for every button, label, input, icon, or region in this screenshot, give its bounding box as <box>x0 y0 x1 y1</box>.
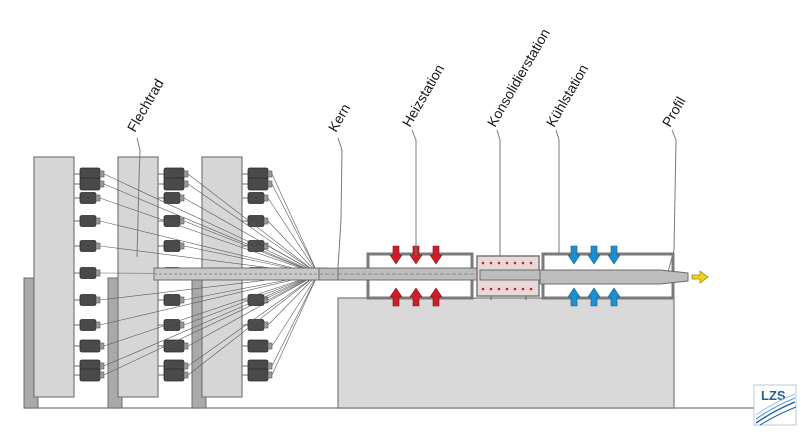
fiber-line <box>187 273 319 376</box>
cool-arrow-down-icon <box>587 245 601 265</box>
bobbin-icon <box>242 339 273 353</box>
fiber-line <box>267 273 319 326</box>
bobbin-icon <box>74 240 101 252</box>
fiber-line <box>187 173 319 275</box>
fiber-line <box>99 273 319 326</box>
bobbin-icon <box>74 294 101 306</box>
heat-arrow-down-icon <box>389 245 403 265</box>
label-heizstation: Heizstation <box>399 62 447 130</box>
station-base <box>337 297 675 409</box>
label-profil: Profil <box>659 94 689 130</box>
bobbin-icon <box>158 177 189 191</box>
bobbin-icon <box>242 167 273 181</box>
fiber-line <box>271 173 319 275</box>
bobbin-icon <box>74 319 101 331</box>
fiber-line <box>103 173 319 275</box>
output-arrow-icon <box>691 270 709 284</box>
bobbin-icon <box>158 294 185 306</box>
heat-arrow-down-icon <box>429 245 443 265</box>
bobbin-icon <box>242 215 269 227</box>
bobbin-icon <box>74 215 101 227</box>
bobbin-icon <box>242 177 273 191</box>
braiding-wheel-3 <box>191 156 243 409</box>
fiber-line <box>271 273 319 367</box>
leader-lines <box>136 129 677 273</box>
logo-text: LZS <box>761 388 786 403</box>
fiber-line <box>187 183 319 275</box>
bobbin-icon <box>74 368 105 382</box>
fiber-line <box>183 220 319 275</box>
bobbin-icon <box>158 319 185 331</box>
bobbin-icon <box>242 368 273 382</box>
braiding-wheel-2 <box>107 156 159 409</box>
braiding-wheels <box>23 156 243 409</box>
label-kern: Kern <box>325 101 354 135</box>
bobbin-icon <box>242 240 269 252</box>
heat-arrow-up-icon <box>389 287 403 307</box>
bobbin-icon <box>74 177 105 191</box>
bobbin-icon <box>74 339 105 353</box>
heating-station <box>337 252 489 300</box>
heat-arrow-up-icon <box>429 287 443 307</box>
label-flechtrad: Flechtrad <box>124 76 167 135</box>
fiber-line <box>187 273 319 347</box>
cool-arrow-up-icon <box>587 287 601 307</box>
bobbin-icon <box>74 192 101 204</box>
bobbin-icon <box>74 267 101 279</box>
fiber-strands <box>99 173 319 376</box>
fiber-line <box>103 273 319 347</box>
fiber-line <box>99 220 319 275</box>
fiber-line <box>271 183 319 275</box>
fiber-line <box>271 273 319 347</box>
heat-arrow-up-icon <box>409 287 423 307</box>
bobbin-icon <box>158 339 189 353</box>
fiber-line <box>271 273 319 376</box>
fiber-line <box>187 273 319 367</box>
fiber-line <box>103 273 319 367</box>
bobbin-icon <box>242 192 269 204</box>
bobbin-icon <box>158 192 185 204</box>
cool-arrow-down-icon <box>567 245 581 265</box>
label-kuehlstation: Kühlstation <box>543 62 591 130</box>
heat-arrows <box>389 245 443 307</box>
cool-arrow-up-icon <box>567 287 581 307</box>
label-konsolidierstation: Konsolidierstation <box>484 26 553 130</box>
cool-arrows <box>567 245 621 307</box>
fiber-line <box>103 273 319 376</box>
fiber-line <box>267 197 319 275</box>
fiber-line <box>183 273 319 326</box>
lzs-logo: LZS <box>753 384 797 426</box>
profile-output <box>539 269 689 285</box>
fiber-line <box>99 197 319 275</box>
cool-arrow-down-icon <box>607 245 621 265</box>
bobbin-icon <box>158 167 189 181</box>
bobbin-icon <box>158 240 185 252</box>
braiding-wheel-1 <box>23 156 75 409</box>
fiber-line <box>103 183 319 275</box>
bobbin-icon <box>242 319 269 331</box>
bobbin-icon <box>158 215 185 227</box>
fiber-line <box>267 220 319 275</box>
bobbin-icon <box>158 368 189 382</box>
consolidation-station <box>476 255 541 300</box>
cool-arrow-up-icon <box>607 287 621 307</box>
